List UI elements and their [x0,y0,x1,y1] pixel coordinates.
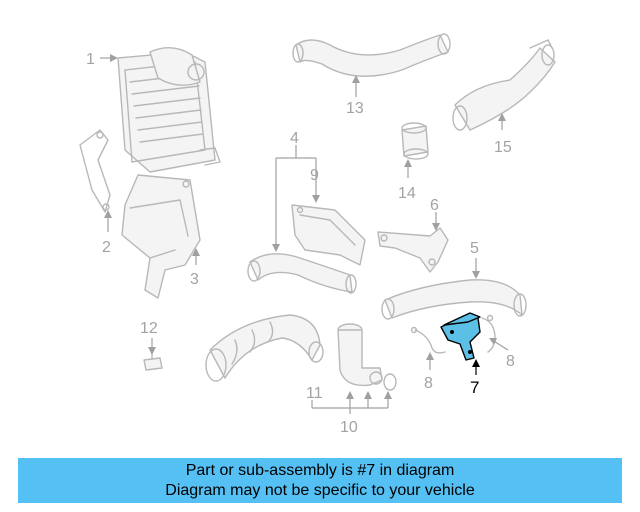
part-4-hose [247,253,357,294]
callout-3: 3 [190,271,199,288]
callout-5: 5 [470,240,479,257]
part-1-intercooler [117,47,221,173]
parts-diagram: 1 2 3 4 9 6 [79,33,556,436]
arrow-2 [104,210,112,218]
arrow-7 [472,359,480,367]
part-12-sensor [143,349,163,371]
part-5-hose [381,279,527,320]
part-15-duct [452,39,556,131]
callout-14: 14 [398,185,416,202]
callout-13: 13 [346,100,364,117]
arrow-1 [110,54,118,62]
part-13-hose [292,33,451,77]
banner-line-2: Diagram may not be specific to your vehi… [165,481,475,499]
arrow-8a [426,352,434,360]
arrow-6 [432,223,440,231]
part-3-air-duct [121,174,201,299]
arrow-13 [352,75,360,83]
callout-4: 4 [290,130,299,147]
part-8-clamp-right [481,314,496,353]
part-10-elbow [337,323,397,391]
callout-11: 11 [306,385,323,402]
arrow-5 [472,271,480,279]
info-banner: Part or sub-assembly is #7 in diagram Di… [18,458,622,503]
callout-6: 6 [430,197,439,214]
part-9-heat-shield [291,204,366,266]
arrow-3 [192,248,200,256]
callout-2: 2 [102,239,111,256]
leader-10-group [311,391,392,414]
callout-7: 7 [470,378,479,397]
callout-15: 15 [494,139,512,156]
callout-10: 10 [340,419,358,436]
arrow-9 [312,195,320,203]
arrow-15 [498,113,506,121]
arrow-8b [489,338,497,345]
callout-12: 12 [140,320,158,337]
callout-1: 1 [86,51,95,68]
arrow-12 [148,347,156,355]
part-6-bracket [377,227,449,273]
part-7-bracket-highlighted[interactable] [440,312,481,361]
part-11-hose [205,314,324,382]
arrow-14 [404,159,412,167]
part-14-coupler [401,122,429,160]
callout-9: 9 [310,167,319,184]
part-8-clamp-left [410,326,446,354]
callout-8a: 8 [424,375,433,392]
callout-8b: 8 [506,353,515,370]
part-2-bracket [79,129,111,213]
banner-line-1: Part or sub-assembly is #7 in diagram [185,461,455,479]
leader-4-group [272,145,316,252]
